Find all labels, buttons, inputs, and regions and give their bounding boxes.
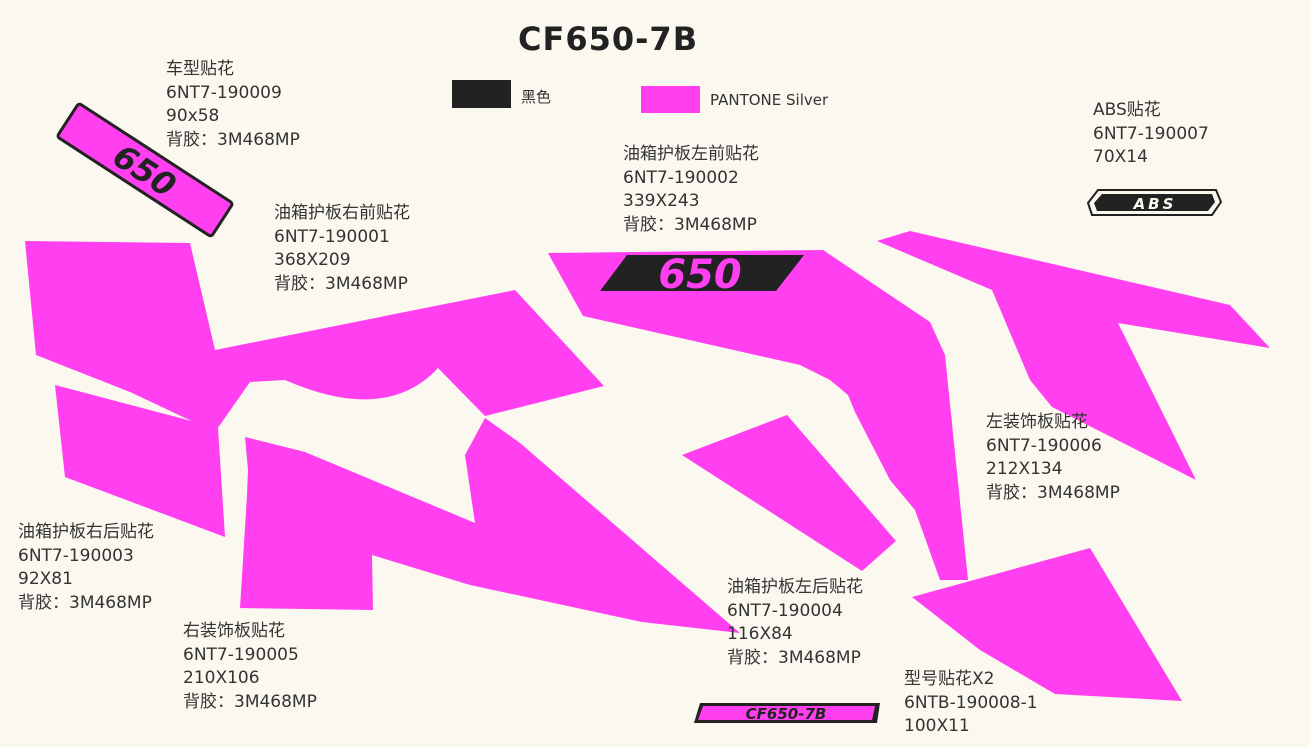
label-part: 6NT7-190001 (274, 226, 390, 247)
logo-650-large-text: 650 (658, 252, 742, 298)
logo-650-large (600, 255, 804, 291)
label-size: 339X243 (623, 191, 700, 211)
label-left-front: 油箱护板左前贴花 6NT7-190002 339X243 背胶：3M468MP (623, 143, 759, 237)
decal-shape-left-trim-top (877, 231, 1270, 480)
label-name: 油箱护板右后贴花 (18, 522, 154, 542)
label-size: 100X11 (904, 716, 970, 736)
decal-shape-left-trim-lower (912, 548, 1182, 701)
decal-shape-right-rear (55, 385, 225, 537)
model-badge: CF650-7B (694, 703, 880, 723)
label-adhesive: 背胶：3M468MP (623, 214, 757, 235)
label-size: 70X14 (1093, 147, 1148, 167)
model-badge-text: CF650-7B (746, 705, 827, 723)
abs-badge: ABS (1086, 189, 1223, 216)
label-left-rear: 油箱护板左后贴花 6NT7-190004 116X84 背胶：3M468MP (727, 576, 863, 670)
label-size: 90x58 (166, 106, 220, 126)
label-adhesive: 背胶：3M468MP (183, 691, 317, 712)
label-right-front: 油箱护板右前贴花 6NT7-190001 368X209 背胶：3M468MP (274, 202, 410, 296)
label-adhesive: 背胶：3M468MP (166, 129, 300, 150)
label-part: 6NT7-190002 (623, 167, 739, 188)
abs-badge-text: ABS (1133, 195, 1177, 213)
label-abs: ABS贴花 6NT7-190007 70X14 (1093, 99, 1209, 170)
label-part: 6NT7-190003 (18, 545, 134, 566)
label-part: 6NTB-190008-1 (904, 692, 1038, 713)
label-adhesive: 背胶：3M468MP (727, 647, 861, 668)
decal-shape-left-rear (682, 415, 896, 571)
label-model-decal: 车型贴花 6NT7-190009 90x58 背胶：3M468MP (166, 58, 300, 152)
label-model-badge: 型号贴花X2 6NTB-190008-1 100X11 (904, 668, 1038, 739)
legend-label-magenta: PANTONE Silver (710, 91, 829, 109)
label-size: 368X209 (274, 250, 351, 270)
label-part: 6NT7-190005 (183, 644, 299, 665)
label-name: 油箱护板右前贴花 (274, 203, 410, 223)
label-size: 210X106 (183, 668, 260, 688)
decal-shape-right-front (25, 241, 604, 432)
label-right-rear: 油箱护板右后贴花 6NT7-190003 92X81 背胶：3M468MP (18, 521, 154, 615)
label-name: 车型贴花 (166, 59, 234, 79)
page-title: CF650-7B (518, 20, 699, 58)
label-part: 6NT7-190009 (166, 82, 282, 103)
label-left-trim: 左装饰板贴花 6NT7-190006 212X134 背胶：3M468MP (986, 411, 1120, 505)
label-adhesive: 背胶：3M468MP (274, 273, 408, 294)
label-adhesive: 背胶：3M468MP (986, 482, 1120, 503)
label-part: 6NT7-190004 (727, 600, 843, 621)
label-right-trim: 右装饰板贴花 6NT7-190005 210X106 背胶：3M468MP (183, 620, 317, 714)
label-name: ABS贴花 (1093, 100, 1161, 120)
label-size: 116X84 (727, 624, 793, 644)
label-name: 油箱护板左前贴花 (623, 144, 759, 164)
label-name: 油箱护板左后贴花 (727, 577, 863, 597)
label-name: 右装饰板贴花 (183, 621, 285, 641)
decal-shape-right-trim (240, 418, 740, 633)
label-size: 212X134 (986, 459, 1063, 479)
label-part: 6NT7-190007 (1093, 123, 1209, 144)
decal-shape-left-front (548, 250, 968, 580)
label-name: 型号贴花X2 (904, 669, 995, 689)
legend-swatch-black (452, 80, 511, 108)
legend-label-black: 黑色 (521, 88, 552, 106)
label-adhesive: 背胶：3M468MP (18, 592, 152, 613)
label-part: 6NT7-190006 (986, 435, 1102, 456)
legend-swatch-magenta (641, 86, 700, 113)
label-size: 92X81 (18, 569, 73, 589)
label-name: 左装饰板贴花 (986, 412, 1088, 432)
